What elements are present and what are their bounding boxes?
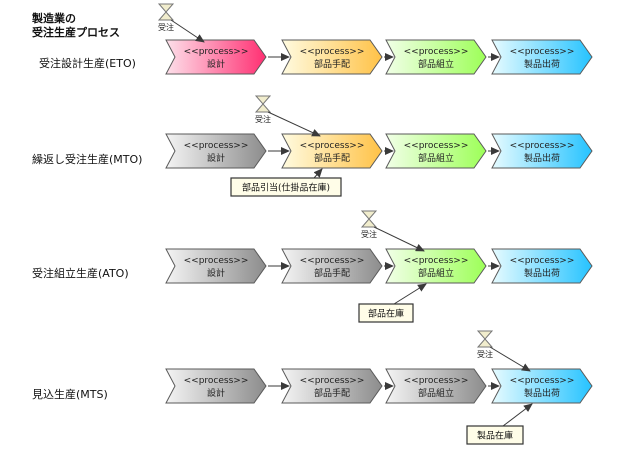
process-stereotype: <<process>> — [300, 376, 365, 386]
process-chevron — [385, 39, 487, 75]
process-step-shipping: <<process>>製品出荷 — [491, 133, 593, 169]
process-row-2: <<process>>設計<<process>>部品手配<<process>>部… — [165, 210, 593, 323]
process-stereotype: <<process>> — [510, 256, 575, 266]
process-step-parts: <<process>>部品手配 — [281, 248, 383, 284]
hourglass-icon — [476, 330, 494, 348]
process-step-assembly: <<process>>部品組立 — [385, 248, 487, 284]
inventory-note: 部品在庫 — [358, 303, 414, 323]
process-chevron — [491, 248, 593, 284]
process-row-3: <<process>>設計<<process>>部品手配<<process>>部… — [165, 330, 593, 445]
order-arrow — [489, 346, 531, 372]
inventory-arrow — [393, 283, 427, 305]
process-row-1: <<process>>設計<<process>>部品手配<<process>>部… — [165, 95, 593, 197]
process-step-assembly: <<process>>部品組立 — [385, 133, 487, 169]
process-chevron — [281, 248, 383, 284]
process-name: 設計 — [207, 267, 225, 279]
inventory-note-text: 部品在庫 — [368, 308, 404, 320]
row-label-mto: 繰返し受注生産(MTO) — [32, 153, 143, 166]
process-name: 部品組立 — [418, 267, 454, 279]
row-label-eto: 受注設計生産(ETO) — [39, 57, 136, 70]
process-name: 設計 — [207, 152, 225, 164]
order-arrow — [267, 111, 321, 137]
process-stereotype: <<process>> — [510, 141, 575, 151]
order-arrow — [373, 226, 425, 252]
inventory-note-text: 製品在庫 — [477, 430, 513, 442]
process-chevron — [281, 133, 383, 169]
diagram-title-line1: 製造業の — [32, 12, 76, 25]
process-name: 部品手配 — [314, 152, 350, 164]
process-name: 部品手配 — [314, 267, 350, 279]
process-chevron — [165, 248, 267, 284]
process-name: 部品組立 — [418, 58, 454, 70]
process-name: 設計 — [207, 387, 225, 399]
process-step-shipping: <<process>>製品出荷 — [491, 368, 593, 404]
process-stereotype: <<process>> — [404, 141, 469, 151]
process-name: 製品出荷 — [524, 152, 560, 164]
process-stereotype: <<process>> — [510, 47, 575, 57]
process-step-assembly: <<process>>部品組立 — [385, 368, 487, 404]
order-event-label: 受注 — [158, 22, 174, 32]
process-step-design: <<process>>設計 — [165, 39, 267, 75]
process-stereotype: <<process>> — [510, 376, 575, 386]
hourglass-icon — [254, 95, 272, 113]
process-name: 設計 — [207, 58, 225, 70]
inventory-arrow — [502, 403, 533, 427]
process-chevron — [281, 39, 383, 75]
row-label-mts: 見込生産(MTS) — [32, 388, 108, 401]
inventory-note: 部品引当(仕掛品在庫) — [230, 177, 342, 197]
process-name: 部品手配 — [314, 387, 350, 399]
process-chevron — [281, 368, 383, 404]
hourglass-icon — [360, 210, 378, 228]
process-stereotype: <<process>> — [184, 47, 249, 57]
process-row-0: <<process>>設計<<process>>部品手配<<process>>部… — [157, 3, 593, 75]
process-name: 部品組立 — [418, 387, 454, 399]
process-chevron — [491, 133, 593, 169]
process-chevron — [165, 39, 267, 75]
process-chevron — [491, 368, 593, 404]
order-event-label: 受注 — [361, 229, 377, 239]
order-arrow — [170, 19, 205, 43]
process-step-parts: <<process>>部品手配 — [281, 39, 383, 75]
process-name: 製品出荷 — [524, 387, 560, 399]
process-stereotype: <<process>> — [300, 256, 365, 266]
process-step-parts: <<process>>部品手配 — [281, 368, 383, 404]
process-chevron — [165, 133, 267, 169]
process-stereotype: <<process>> — [300, 141, 365, 151]
process-stereotype: <<process>> — [184, 141, 249, 151]
process-chevron — [165, 368, 267, 404]
process-name: 製品出荷 — [524, 267, 560, 279]
process-name: 製品出荷 — [524, 58, 560, 70]
process-stereotype: <<process>> — [404, 256, 469, 266]
diagram-title-line2: 受注生産プロセス — [32, 26, 120, 39]
process-stereotype: <<process>> — [184, 256, 249, 266]
inventory-arrow — [313, 168, 323, 179]
process-name: 部品組立 — [418, 152, 454, 164]
process-stereotype: <<process>> — [404, 47, 469, 57]
process-step-shipping: <<process>>製品出荷 — [491, 248, 593, 284]
process-stereotype: <<process>> — [184, 376, 249, 386]
row-label-ato: 受注組立生産(ATO) — [32, 267, 129, 280]
process-chevron — [385, 248, 487, 284]
inventory-note: 製品在庫 — [466, 425, 524, 445]
process-chevron — [491, 39, 593, 75]
process-stereotype: <<process>> — [300, 47, 365, 57]
process-step-design: <<process>>設計 — [165, 248, 267, 284]
process-step-design: <<process>>設計 — [165, 368, 267, 404]
process-name: 部品手配 — [314, 58, 350, 70]
process-step-shipping: <<process>>製品出荷 — [491, 39, 593, 75]
order-event-label: 受注 — [255, 114, 271, 124]
process-stereotype: <<process>> — [404, 376, 469, 386]
process-step-parts: <<process>>部品手配 — [281, 133, 383, 169]
process-step-assembly: <<process>>部品組立 — [385, 39, 487, 75]
hourglass-icon — [157, 3, 175, 21]
process-chevron — [385, 368, 487, 404]
process-step-design: <<process>>設計 — [165, 133, 267, 169]
order-event-label: 受注 — [477, 349, 493, 359]
inventory-note-text: 部品引当(仕掛品在庫) — [242, 182, 330, 194]
process-chevron — [385, 133, 487, 169]
